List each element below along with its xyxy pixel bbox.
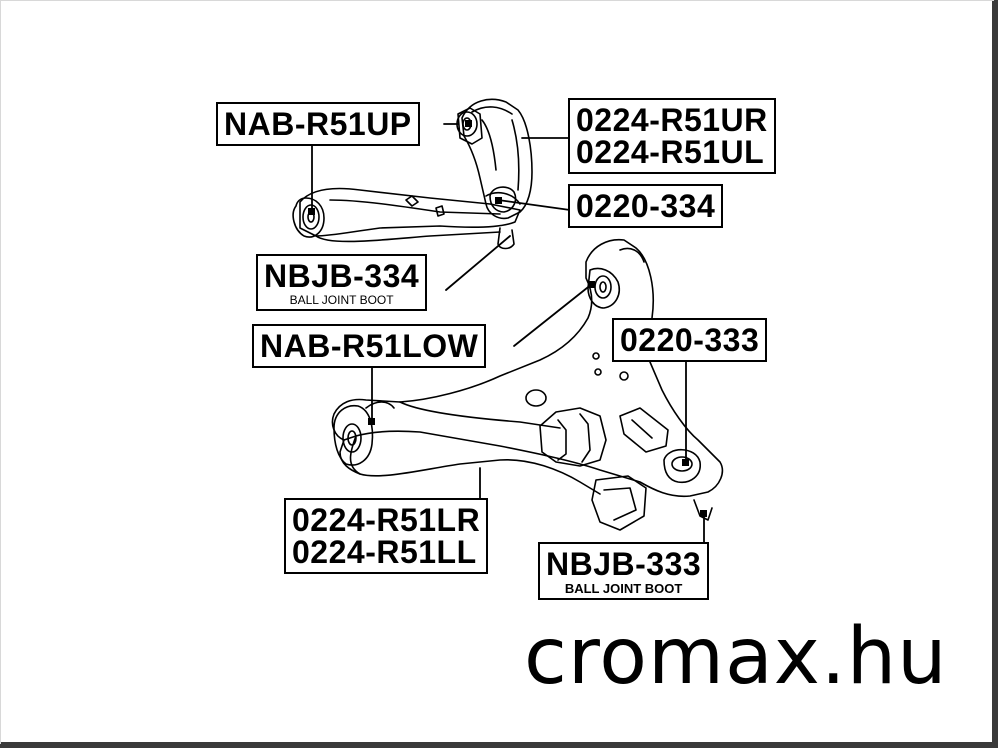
marker-dot [700,510,707,517]
leader-lines [311,123,705,545]
label-text: 0220-333 [620,322,760,358]
brand-watermark: cromax.hu [524,612,948,702]
label-text: 0224-R51LL [292,534,477,570]
label-nab-r51up: NAB-R51UP [216,102,420,146]
upper-control-arm [292,98,533,250]
label-text: NBJB-334 [264,258,420,294]
marker-dot [368,418,375,425]
label-nbjb-334: NBJB-334 BALL JOINT BOOT [256,254,428,311]
marker-dot [308,208,315,215]
label-text: NAB-R51LOW [260,328,479,364]
label-text: NBJB-333 [546,546,702,582]
label-subtext: BALL JOINT BOOT [289,293,394,307]
marker-dot [682,459,689,466]
label-0220-334: 0220-334 [568,184,724,228]
label-text: 0224-R51UL [576,134,765,170]
label-text: 0224-R51UR [576,102,768,138]
marker-dot [465,120,472,127]
label-lower-arm: 0224-R51LR 0224-R51LL [284,498,489,574]
marker-dot [588,281,595,288]
label-nab-r51low: NAB-R51LOW [252,324,487,368]
label-upper-arm: 0224-R51UR 0224-R51UL [568,98,776,174]
label-text: 0224-R51LR [292,502,481,538]
marker-dot [495,197,502,204]
label-nbjb-333: NBJB-333 BALL JOINT BOOT [538,542,710,600]
label-subtext: BALL JOINT BOOT [564,581,683,596]
label-text: NAB-R51UP [224,106,412,142]
label-0220-333: 0220-333 [612,318,768,362]
label-text: 0220-334 [576,188,716,224]
